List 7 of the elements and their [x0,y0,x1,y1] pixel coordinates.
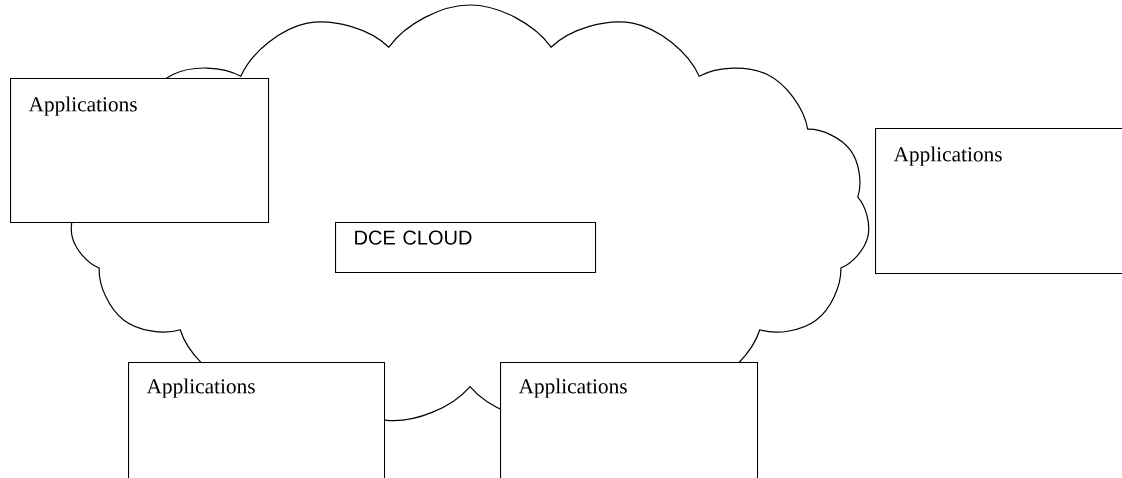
application-box: Applications [875,128,1122,275]
application-box: Applications [128,362,386,478]
application-box: Applications [500,362,759,478]
label-box: DCE CLOUD [335,222,597,274]
node-label: Applications [518,378,627,398]
node-label: Applications [146,378,255,398]
application-box: Applications [10,78,270,224]
